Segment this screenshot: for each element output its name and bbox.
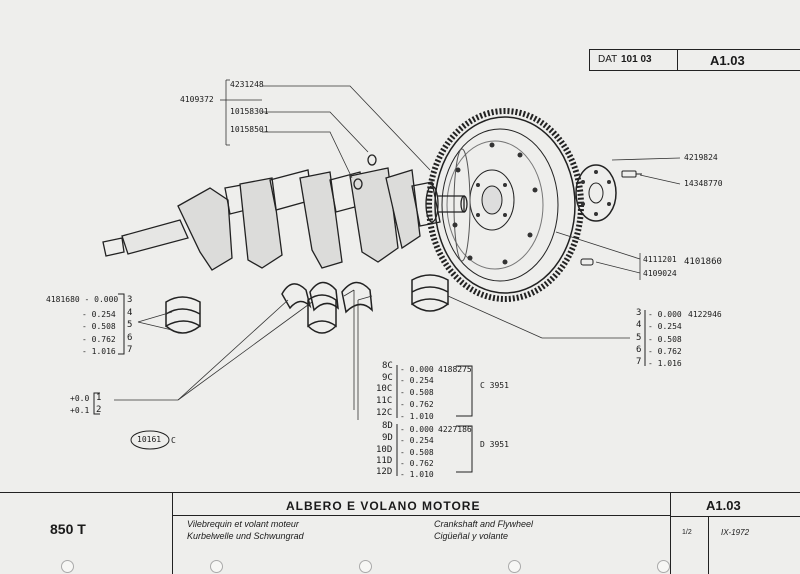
binder-hole-5 (657, 560, 670, 573)
part-4109372: 4109372 (180, 95, 214, 104)
part-4231248: 4231248 (230, 80, 264, 89)
title-french: Vilebrequin et volant moteur (187, 519, 299, 529)
binder-hole-3 (359, 560, 372, 573)
flywheel-plate-illustration (575, 164, 617, 222)
footer-page-code: A1.03 (706, 498, 741, 513)
page-code: A1.03 (710, 53, 745, 68)
d-code-10d: 10D (376, 445, 393, 455)
flywheel-illustration (426, 108, 584, 302)
c-code-10c: 10C (376, 384, 393, 394)
left-num-4: 4 (127, 308, 133, 318)
d-code-11d: 11D (376, 456, 393, 466)
dowel-illustration (580, 258, 594, 266)
c-code-8c: 8C (382, 361, 393, 371)
right-offset-1: - 0.000 (648, 310, 682, 319)
brackets (93, 293, 646, 476)
thrust-num-1: 1 (96, 393, 102, 403)
left-num-6: 6 (127, 333, 133, 343)
part-4122946: 4122946 (688, 310, 722, 319)
right-offset-2: - 0.254 (648, 322, 682, 331)
right-offset-3: - 0.508 (648, 335, 682, 344)
thrust-offset-2: +0.1 (70, 406, 90, 415)
d-code-8d: 8D (382, 421, 393, 431)
bolt-illustration (621, 170, 642, 178)
ref-10161: 10161 (137, 435, 162, 444)
crankshaft-illustration (102, 154, 468, 271)
c-offset-1: - 0.000 (400, 365, 434, 374)
d-group-label: D 3951 (480, 440, 509, 449)
binder-hole-4 (508, 560, 521, 573)
header-code-box: DAT 101 03 A1.03 (589, 49, 800, 71)
right-num-4: 4 (636, 320, 642, 330)
part-10158501: 10158501 (230, 125, 269, 134)
right-num-5: 5 (636, 333, 642, 343)
leader-lines (114, 79, 681, 420)
right-num-7: 7 (636, 357, 642, 367)
d-code-9d: 9D (382, 433, 393, 443)
main-bearing-shells-left (165, 296, 201, 334)
page-title: ALBERO E VOLANO MOTORE (286, 499, 481, 513)
binder-hole-1 (61, 560, 74, 573)
dat-number: 101 03 (621, 54, 652, 65)
part-10158301: 10158301 (230, 107, 269, 116)
main-bearing-shells-right (411, 274, 449, 312)
d-offset-5: - 1.010 (400, 470, 434, 479)
binder-hole-2 (210, 560, 223, 573)
left-num-7: 7 (127, 345, 133, 355)
part-4109024: 4109024 (643, 269, 677, 278)
d-code-12d: 12D (376, 467, 393, 477)
thrust-offset-1: +0.0 (70, 394, 90, 403)
sheet-number: 1/2 (682, 529, 692, 536)
left-num-5: 5 (127, 320, 133, 330)
left-offset-3: - 0.762 (82, 335, 116, 344)
c-group-label: C 3951 (480, 381, 509, 390)
d-offset-3: - 0.508 (400, 448, 434, 457)
c-code-11c: 11C (376, 396, 393, 406)
left-offset-2: - 0.508 (82, 322, 116, 331)
right-offset-4: - 0.762 (648, 347, 682, 356)
thrust-half-rings (281, 281, 373, 334)
title-german: Kurbelwelle und Schwungrad (187, 531, 304, 541)
part-14348770: 14348770 (684, 179, 723, 188)
c-code-12c: 12C (376, 408, 393, 418)
ref-10161-suffix: C (171, 436, 176, 445)
c-offset-4: - 0.762 (400, 400, 434, 409)
c-offset-3: - 0.508 (400, 388, 434, 397)
part-4111201: 4111201 (643, 255, 677, 264)
c-offset-5: - 1.010 (400, 412, 434, 421)
d-offset-4: - 0.762 (400, 459, 434, 468)
thrust-num-2: 2 (96, 405, 102, 415)
part-4219824: 4219824 (684, 153, 718, 162)
part-4188275: 4188275 (438, 365, 472, 374)
issue-date: IX-1972 (721, 528, 750, 537)
sheet-footer: 850 T ALBERO E VOLANO MOTORE Vilebrequin… (0, 492, 800, 574)
dat-prefix: DAT (598, 54, 618, 65)
model-name: 850 T (50, 521, 86, 537)
d-offset-2: - 0.254 (400, 436, 434, 445)
left-offset-1: - 0.254 (82, 310, 116, 319)
right-offset-5: - 1.016 (648, 359, 682, 368)
part-4227186: 4227186 (438, 425, 472, 434)
left-offset-4: - 1.016 (82, 347, 116, 356)
title-english: Crankshaft and Flywheel (434, 519, 534, 529)
right-num-6: 6 (636, 345, 642, 355)
c-offset-2: - 0.254 (400, 376, 434, 385)
part-4181680: 4181680 - 0.000 (46, 295, 119, 304)
title-spanish: Cigüeñal y volante (434, 531, 509, 541)
left-num-3: 3 (127, 295, 133, 305)
part-4101860: 4101860 (684, 257, 722, 267)
right-num-3: 3 (636, 308, 642, 318)
d-offset-1: - 0.000 (400, 425, 434, 434)
c-code-9c: 9C (382, 373, 393, 383)
